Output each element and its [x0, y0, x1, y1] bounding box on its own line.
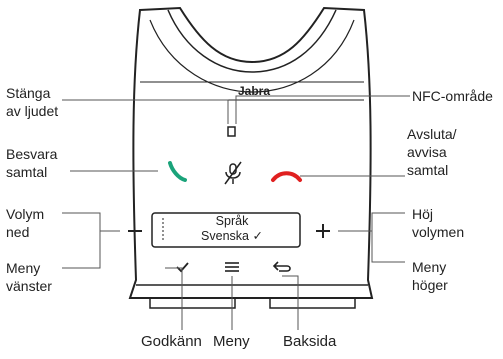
label-nfc: NFC-område — [412, 88, 493, 104]
label-mute: Stänga av ljudet — [6, 85, 59, 119]
answer-call-icon[interactable] — [168, 161, 187, 182]
display-screen — [151, 212, 301, 248]
volume-up-icon — [316, 224, 330, 238]
label-volume-up: Höj volymen — [412, 206, 465, 240]
menu-icon — [225, 262, 239, 272]
mute-microphone-icon[interactable] — [224, 161, 242, 185]
label-end-call: Avsluta/ avvisa samtal — [407, 126, 457, 178]
label-menu: Meny — [213, 333, 250, 350]
label-answer: Besvara samtal — [6, 146, 58, 180]
label-menu-right: Meny höger — [412, 259, 448, 293]
label-accept: Godkänn — [141, 333, 202, 350]
label-volume-down: Volym ned — [6, 206, 45, 240]
cradle-ridge — [149, 19, 355, 93]
callout-lines — [62, 95, 410, 330]
screen-line-1: Språk — [215, 214, 249, 228]
base-feet — [149, 298, 356, 309]
nfc-icon — [227, 126, 236, 137]
end-call-icon[interactable] — [271, 171, 302, 182]
cradle-inner — [167, 9, 337, 73]
label-back: Baksida — [283, 333, 337, 350]
back-arrow-icon — [272, 261, 291, 272]
screen-line-2: Svenska ✓ — [201, 229, 263, 243]
label-menu-left: Meny vänster — [6, 260, 52, 294]
brand-logo: Jabra — [238, 84, 271, 98]
